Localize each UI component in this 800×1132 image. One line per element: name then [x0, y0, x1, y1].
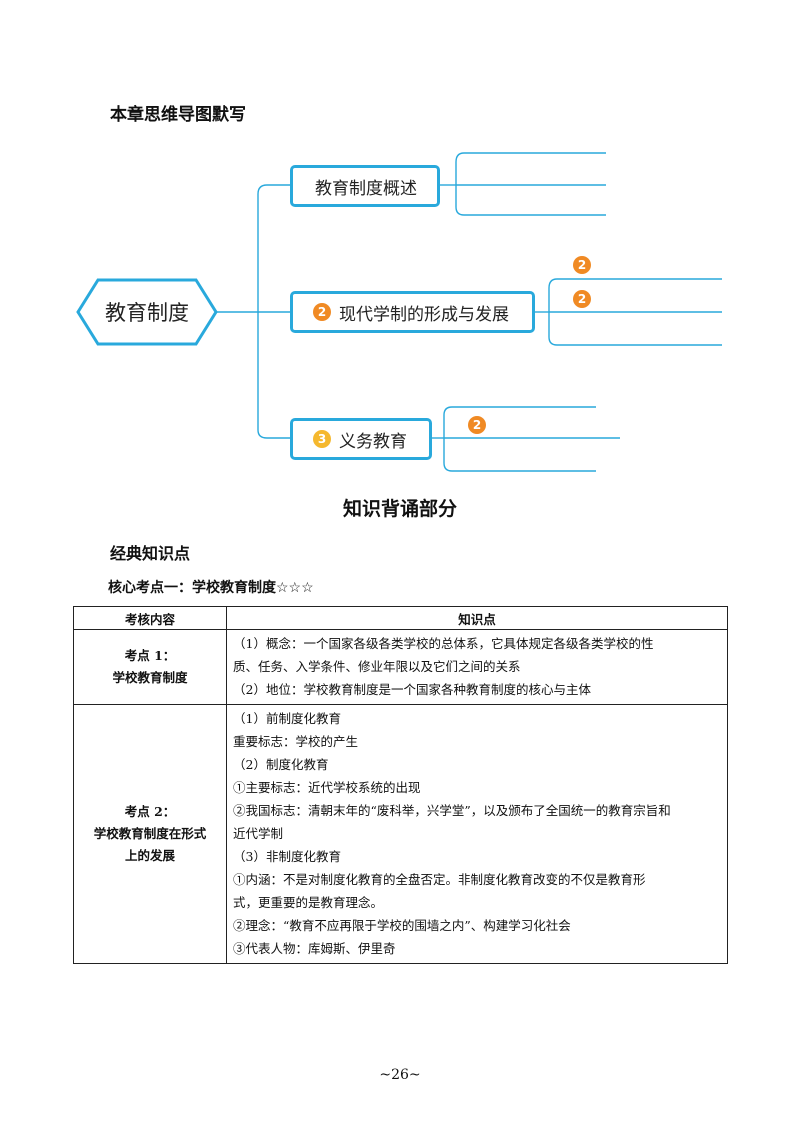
- row-label-line: 学校教育制度在形式: [93, 826, 207, 841]
- content-line: （1）前制度化教育: [233, 711, 341, 726]
- star-rating-icon: ☆☆☆: [276, 580, 314, 596]
- content-line: 质、任务、入学条件、修业年限以及它们之间的关系: [233, 659, 521, 674]
- row-label-line: 学校教育制度: [112, 670, 188, 685]
- mind-map-connectors: [76, 152, 722, 472]
- leaf-badge-icon: 2: [573, 256, 591, 274]
- content-line: （3）非制度化教育: [233, 849, 341, 864]
- row-label-line: 考点 2：: [124, 804, 176, 819]
- table-row: 考点 1： 学校教育制度 （1）概念：一个国家各级各类学校的总体系，它具体规定各…: [73, 629, 728, 705]
- row-label-line: 上的发展: [124, 848, 175, 863]
- table-row: 考点 2： 学校教育制度在形式 上的发展 （1）前制度化教育 重要标志：学校的产…: [73, 704, 728, 964]
- row-label: 考点 1： 学校教育制度: [73, 629, 227, 705]
- content-line: 重要标志：学校的产生: [233, 734, 359, 749]
- branch-node-modern-system: 2 现代学制的形成与发展: [290, 291, 535, 333]
- sub-title: 经典知识点: [110, 544, 191, 563]
- content-line: ②理念：“教育不应再限于学校的围墙之内”、构建学习化社会: [233, 918, 571, 933]
- core-topic-title: 核心考点一：学校教育制度☆☆☆: [108, 577, 314, 597]
- content-line: （2）地位：学校教育制度是一个国家各种教育制度的核心与主体: [233, 682, 591, 697]
- branch-label: 教育制度概述: [315, 178, 417, 199]
- branch-label: 现代学制的形成与发展: [339, 304, 509, 325]
- table-header-row: 考核内容 知识点: [73, 606, 728, 630]
- root-node-shape: [76, 278, 218, 346]
- content-line: （1）概念：一个国家各级各类学校的总体系，它具体规定各级各类学校的性: [233, 636, 654, 651]
- content-line: ①内涵：不是对制度化教育的全盘否定。非制度化教育改变的不仅是教育形: [233, 872, 646, 887]
- row-label: 考点 2： 学校教育制度在形式 上的发展: [73, 704, 227, 964]
- leaf-badge-icon: 2: [573, 290, 591, 308]
- branch-node-compulsory: 3 义务教育: [290, 418, 432, 460]
- core-topic-text: 核心考点一：学校教育制度: [108, 580, 276, 596]
- content-line: 式，更重要的是教育理念。: [233, 895, 384, 910]
- rank-badge-icon: 3: [313, 430, 331, 448]
- leaf-badge-icon: 2: [468, 416, 486, 434]
- knowledge-table: 考核内容 知识点 考点 1： 学校教育制度 （1）概念：一个国家各级各类学校的总…: [73, 606, 728, 964]
- mindmap-title: 本章思维导图默写: [110, 105, 246, 125]
- content-line: （2）制度化教育: [233, 757, 329, 772]
- content-line: 近代学制: [233, 826, 284, 841]
- row-label-line: 考点 1：: [124, 648, 176, 663]
- content-line: ③代表人物：库姆斯、伊里奇: [233, 941, 396, 956]
- row-content: （1）概念：一个国家各级各类学校的总体系，它具体规定各级各类学校的性 质、任务、…: [226, 629, 728, 705]
- row-content: （1）前制度化教育 重要标志：学校的产生 （2）制度化教育 ①主要标志：近代学校…: [226, 704, 728, 964]
- rank-badge-icon: 2: [313, 303, 331, 321]
- content-line: ②我国标志：清朝末年的“废科举，兴学堂”，以及颁布了全国统一的教育宗旨和: [233, 803, 671, 818]
- section-title: 知识背诵部分: [342, 498, 457, 520]
- column-header: 知识点: [226, 606, 728, 630]
- root-node-label: 教育制度: [105, 301, 189, 325]
- mind-map: 教育制度 教育制度概述 2 现代学制的形成与发展 3 义务教育 2 2 2: [0, 140, 800, 490]
- branch-label: 义务教育: [339, 431, 407, 452]
- page-number: ~26~: [379, 1067, 421, 1083]
- branch-node-overview: 教育制度概述: [290, 165, 440, 207]
- column-header: 考核内容: [73, 606, 227, 630]
- content-line: ①主要标志：近代学校系统的出现: [233, 780, 421, 795]
